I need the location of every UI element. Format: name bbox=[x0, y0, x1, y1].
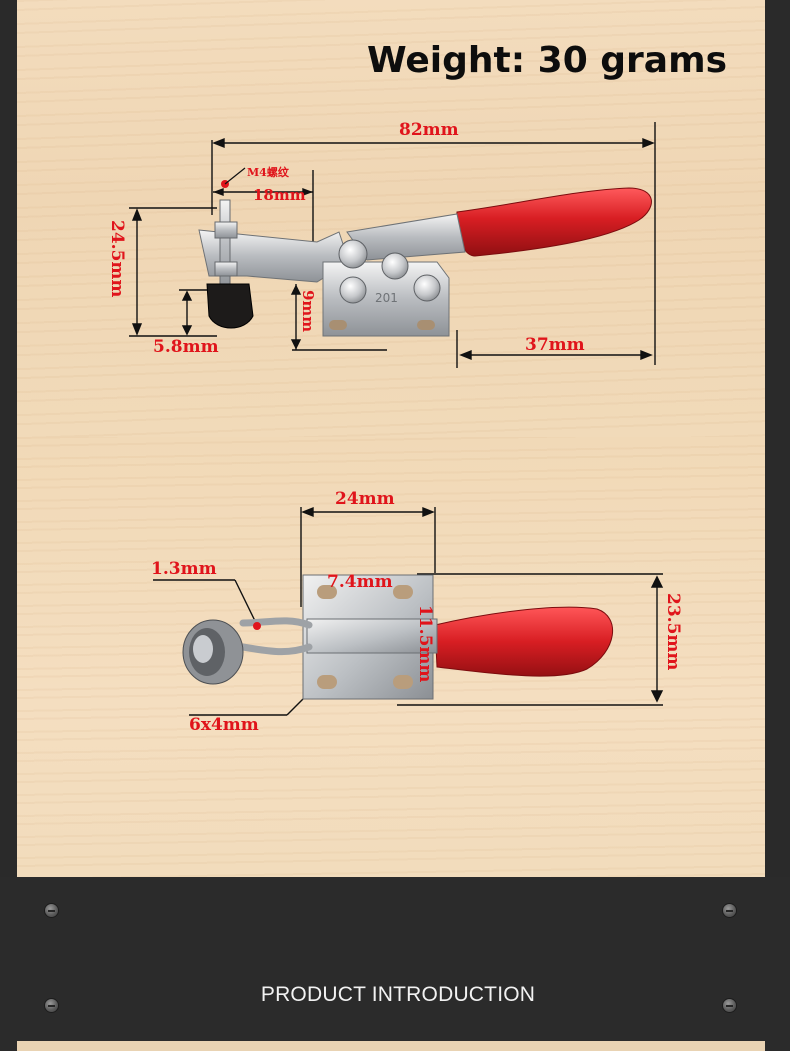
wire-arm bbox=[239, 617, 313, 656]
base-slot-left bbox=[329, 320, 347, 330]
section-header-band bbox=[0, 877, 790, 1051]
dim-thread: M4螺纹 bbox=[247, 166, 289, 179]
next-section-edge bbox=[17, 1041, 765, 1051]
base-marking: 201 bbox=[375, 291, 398, 305]
clamp-side-drawing: 201 bbox=[129, 122, 656, 368]
dim-base-to-handle: 37mm bbox=[525, 335, 585, 355]
dim-total-length: 82mm bbox=[399, 120, 459, 140]
dim-hole-spacing: 7.4mm bbox=[327, 572, 393, 592]
plate-slot-1 bbox=[317, 585, 337, 599]
rubber-tip bbox=[206, 283, 254, 329]
dim-height: 24.5mm bbox=[107, 220, 127, 298]
clamp-top-drawing bbox=[153, 506, 664, 716]
dim-thread-reach: 18mm bbox=[253, 186, 306, 204]
dim-slot-size: 6x4mm bbox=[189, 715, 259, 735]
dim-total-height: 23.5mm bbox=[663, 593, 683, 671]
dim-base-height: 9mm bbox=[299, 290, 317, 333]
screw-icon bbox=[723, 999, 736, 1012]
plate-slot-4 bbox=[393, 675, 413, 689]
section-title: PRODUCT INTRODUCTION bbox=[260, 983, 536, 1006]
dim-spindle-gap: 5.8mm bbox=[153, 337, 219, 357]
screw-icon bbox=[723, 904, 736, 917]
base-slot-right bbox=[417, 320, 435, 330]
dim-arm-thickness: 1.3mm bbox=[151, 559, 217, 579]
screw-icon bbox=[45, 904, 58, 917]
red-handle-grip bbox=[456, 187, 652, 257]
red-handle-top bbox=[434, 606, 613, 677]
product-photo-top-view: 24mm 1.3mm 7.4mm 11.5mm 23.5mm 6x4mm bbox=[17, 437, 765, 877]
plate-slot-3 bbox=[317, 675, 337, 689]
screw-icon bbox=[45, 999, 58, 1012]
plate-slot-2 bbox=[393, 585, 413, 599]
dim-base-width: 24mm bbox=[335, 489, 395, 509]
product-photo-side-view: Weight: 30 grams bbox=[17, 0, 765, 437]
weight-title: Weight: 30 grams bbox=[366, 40, 728, 81]
dim-hole-height: 11.5mm bbox=[415, 605, 435, 683]
dimension-lines bbox=[129, 122, 656, 368]
hinge-bar bbox=[306, 618, 438, 654]
